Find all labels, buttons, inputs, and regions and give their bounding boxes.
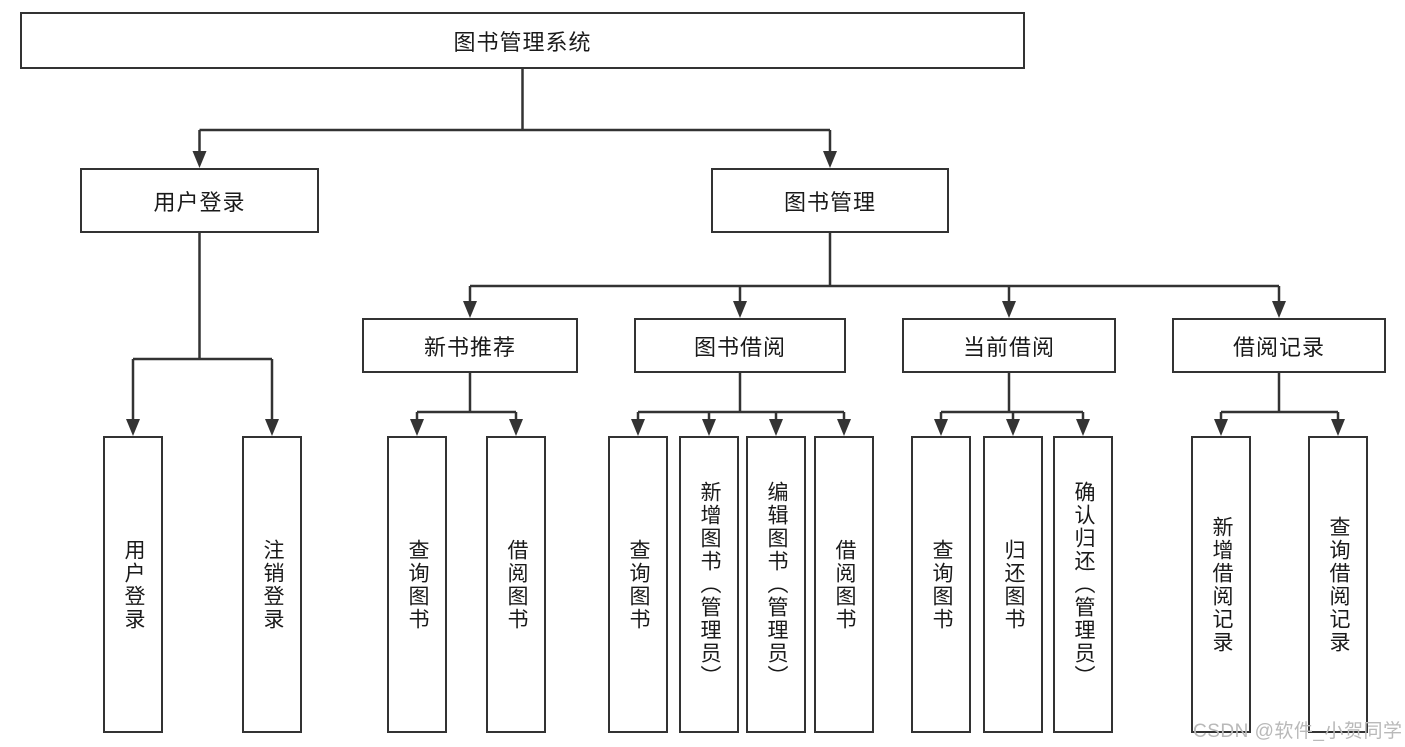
node-leaf-borrow-book-recommend[interactable]: 借阅图书: [486, 436, 546, 733]
arrowhead-icon: [410, 419, 424, 436]
node-label: 用户登录: [153, 189, 246, 215]
node-label: 新增借阅记录: [1209, 515, 1233, 654]
arrowhead-icon: [733, 301, 747, 318]
node-book-borrow[interactable]: 图书借阅: [634, 318, 846, 373]
node-label: 用户登录: [121, 538, 145, 631]
arrowhead-icon: [509, 419, 523, 436]
arrowhead-icon: [1076, 419, 1090, 436]
node-leaf-query-book-recommend[interactable]: 查询图书: [387, 436, 447, 733]
node-label: 归还图书: [1001, 538, 1025, 631]
node-leaf-add-borrow-record[interactable]: 新增借阅记录: [1191, 436, 1251, 733]
node-leaf-confirm-return-admin[interactable]: 确认归还（管理员）: [1053, 436, 1113, 733]
arrowhead-icon: [1214, 419, 1228, 436]
arrowhead-icon: [126, 419, 140, 436]
node-root[interactable]: 图书管理系统: [20, 12, 1025, 69]
node-label: 确认归还（管理员）: [1071, 481, 1095, 688]
node-label: 图书管理: [783, 189, 876, 215]
node-label: 查询图书: [929, 538, 953, 631]
node-label: 图书借阅: [693, 334, 786, 360]
node-label: 当前借阅: [962, 334, 1055, 360]
node-label: 查询借阅记录: [1326, 515, 1350, 654]
node-leaf-logout[interactable]: 注销登录: [242, 436, 302, 733]
arrowhead-icon: [631, 419, 645, 436]
node-label: 查询图书: [626, 538, 650, 631]
csdn-watermark: CSDN @软件_小贺同学: [1193, 721, 1403, 742]
node-label: 借阅图书: [832, 538, 856, 631]
arrowhead-icon: [1331, 419, 1345, 436]
node-leaf-query-book-current[interactable]: 查询图书: [911, 436, 971, 733]
node-current-borrow[interactable]: 当前借阅: [902, 318, 1116, 373]
node-label: 查询图书: [405, 538, 429, 631]
arrowhead-icon: [1006, 419, 1020, 436]
node-leaf-add-book-admin[interactable]: 新增图书（管理员）: [679, 436, 739, 733]
node-book-management[interactable]: 图书管理: [711, 168, 949, 233]
node-label: 新书推荐: [423, 334, 516, 360]
node-leaf-edit-book-admin[interactable]: 编辑图书（管理员）: [746, 436, 806, 733]
arrowhead-icon: [1002, 301, 1016, 318]
node-label: 新增图书（管理员）: [697, 481, 721, 688]
node-label: 注销登录: [260, 538, 284, 631]
arrowhead-icon: [934, 419, 948, 436]
node-user-login[interactable]: 用户登录: [80, 168, 319, 233]
arrowhead-icon: [823, 151, 837, 168]
node-label: 借阅记录: [1232, 334, 1325, 360]
node-label: 编辑图书（管理员）: [764, 481, 788, 688]
node-label: 借阅图书: [504, 538, 528, 631]
arrowhead-icon: [837, 419, 851, 436]
node-leaf-user-login[interactable]: 用户登录: [103, 436, 163, 733]
node-leaf-return-book[interactable]: 归还图书: [983, 436, 1043, 733]
arrowhead-icon: [1272, 301, 1286, 318]
node-leaf-borrow-book[interactable]: 借阅图书: [814, 436, 874, 733]
node-borrow-record[interactable]: 借阅记录: [1172, 318, 1386, 373]
arrowhead-icon: [463, 301, 477, 318]
arrowhead-icon: [769, 419, 783, 436]
node-label: 图书管理系统: [453, 29, 592, 55]
node-new-book-recommend[interactable]: 新书推荐: [362, 318, 578, 373]
node-leaf-query-book-borrow[interactable]: 查询图书: [608, 436, 668, 733]
arrowhead-icon: [265, 419, 279, 436]
node-leaf-query-borrow-record[interactable]: 查询借阅记录: [1308, 436, 1368, 733]
arrowhead-icon: [702, 419, 716, 436]
arrowhead-icon: [192, 151, 207, 168]
